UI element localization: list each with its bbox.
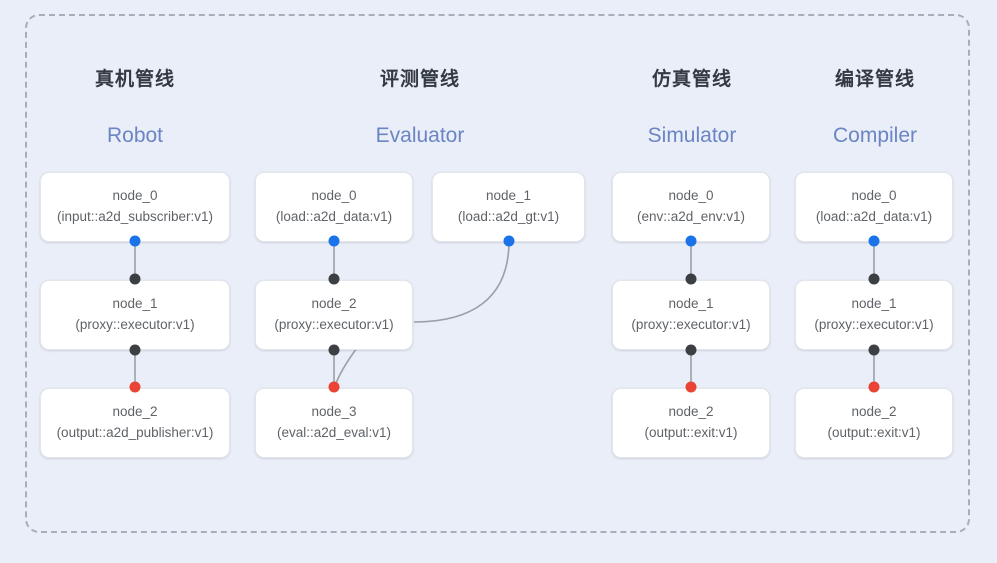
column-title-en-simulator: Simulator [647, 124, 737, 147]
port-out-simulator-1[interactable] [685, 344, 697, 356]
node-compiler-0-name: node_0 [851, 188, 897, 204]
node-simulator-1[interactable]: node_1 (proxy::executor:v1) [612, 280, 770, 350]
node-compiler-1-name: node_1 [851, 296, 897, 312]
port-in-compiler-1[interactable] [868, 273, 880, 285]
column-title-en-compiler: Compiler [832, 124, 918, 147]
column-title-cn-robot: 真机管线 [94, 69, 175, 90]
port-in-evaluator-2[interactable] [328, 273, 340, 285]
node-robot-1[interactable]: node_1 (proxy::executor:v1) [40, 280, 230, 350]
port-out-simulator-0[interactable] [685, 235, 697, 247]
column-title-cn-simulator: 仿真管线 [651, 69, 732, 90]
node-compiler-2-name: node_2 [851, 404, 897, 420]
node-evaluator-1-type: (load::a2d_gt:v1) [457, 209, 560, 224]
node-evaluator-2-type: (proxy::executor:v1) [274, 317, 394, 332]
node-evaluator-2-name: node_2 [311, 296, 357, 312]
node-simulator-1-type: (proxy::executor:v1) [631, 317, 751, 332]
node-simulator-0-type: (env::a2d_env:v1) [636, 209, 746, 224]
port-out-compiler-1[interactable] [868, 344, 880, 356]
node-simulator-1-name: node_1 [668, 296, 714, 312]
node-robot-0[interactable]: node_0 (input::a2d_subscriber:v1) [40, 172, 230, 242]
node-evaluator-3[interactable]: node_3 (eval::a2d_eval:v1) [255, 388, 413, 458]
node-simulator-2-name: node_2 [668, 404, 714, 420]
port-in-robot-1[interactable] [129, 273, 141, 285]
node-evaluator-0-type: (load::a2d_data:v1) [275, 209, 393, 224]
node-compiler-1-type: (proxy::executor:v1) [814, 317, 934, 332]
node-simulator-0[interactable]: node_0 (env::a2d_env:v1) [612, 172, 770, 242]
node-compiler-1[interactable]: node_1 (proxy::executor:v1) [795, 280, 953, 350]
port-out-evaluator-1[interactable] [503, 235, 515, 247]
column-title-en-evaluator: Evaluator [375, 124, 465, 147]
port-out-robot-0[interactable] [129, 235, 141, 247]
node-robot-0-type: (input::a2d_subscriber:v1) [56, 209, 214, 224]
node-robot-0-name: node_0 [112, 188, 158, 204]
node-evaluator-0[interactable]: node_0 (load::a2d_data:v1) [255, 172, 413, 242]
node-evaluator-0-name: node_0 [311, 188, 357, 204]
node-simulator-2[interactable]: node_2 (output::exit:v1) [612, 388, 770, 458]
node-simulator-2-type: (output::exit:v1) [644, 425, 738, 440]
port-in-simulator-2[interactable] [685, 381, 697, 393]
node-robot-1-type: (proxy::executor:v1) [75, 317, 195, 332]
node-simulator-0-name: node_0 [668, 188, 714, 204]
node-compiler-2-type: (output::exit:v1) [827, 425, 921, 440]
node-robot-2[interactable]: node_2 (output::a2d_publisher:v1) [40, 388, 230, 458]
port-in-compiler-2[interactable] [868, 381, 880, 393]
port-in-robot-2[interactable] [129, 381, 141, 393]
column-title-cn-compiler: 编译管线 [834, 69, 915, 90]
port-in-simulator-1[interactable] [685, 273, 697, 285]
node-robot-1-name: node_1 [112, 296, 158, 312]
port-in-evaluator-3[interactable] [328, 381, 340, 393]
node-compiler-2[interactable]: node_2 (output::exit:v1) [795, 388, 953, 458]
node-evaluator-3-type: (eval::a2d_eval:v1) [276, 425, 392, 440]
port-out-robot-1[interactable] [129, 344, 141, 356]
port-out-evaluator-2[interactable] [328, 344, 340, 356]
column-title-en-robot: Robot [106, 124, 164, 147]
node-evaluator-1[interactable]: node_1 (load::a2d_gt:v1) [432, 172, 585, 242]
column-title-cn-evaluator: 评测管线 [379, 69, 460, 90]
port-out-compiler-0[interactable] [868, 235, 880, 247]
pipeline-group-frame [25, 14, 970, 533]
port-out-evaluator-0[interactable] [328, 235, 340, 247]
node-robot-2-type: (output::a2d_publisher:v1) [56, 425, 214, 440]
node-compiler-0[interactable]: node_0 (load::a2d_data:v1) [795, 172, 953, 242]
node-evaluator-2[interactable]: node_2 (proxy::executor:v1) [255, 280, 413, 350]
node-compiler-0-type: (load::a2d_data:v1) [815, 209, 933, 224]
node-robot-2-name: node_2 [112, 404, 158, 420]
node-evaluator-3-name: node_3 [311, 404, 357, 420]
node-evaluator-1-name: node_1 [485, 188, 532, 204]
